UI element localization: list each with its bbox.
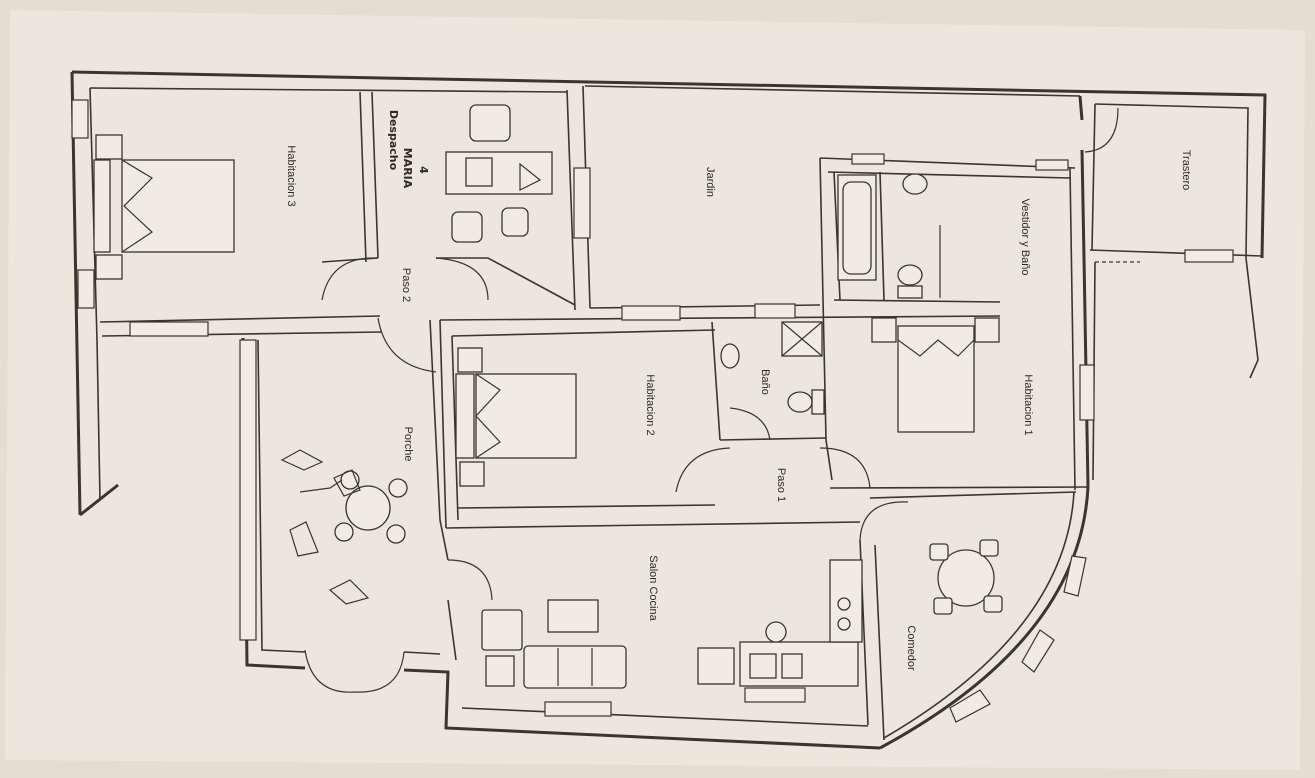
bed-habitacion-2: [455, 347, 577, 487]
people-porche: [280, 449, 370, 605]
label-vestidor-bano: Vestidor y Baño: [1019, 198, 1031, 275]
bed-habitacion-3: [93, 134, 235, 280]
door-trastero: [1084, 107, 1119, 153]
window-jardin: [573, 167, 591, 239]
window-hab2-north: [621, 305, 681, 321]
door-hab1: [819, 447, 871, 489]
porche-table: [299, 470, 408, 544]
window-kitchen: [744, 687, 806, 703]
desk-despacho: [445, 104, 553, 243]
sofa-salon: [481, 599, 627, 689]
door-comedor: [859, 501, 909, 541]
windows: [71, 99, 1234, 717]
sink-bano: [720, 343, 740, 369]
door-porche-salon: [447, 559, 493, 601]
door-paso2-b: [435, 257, 489, 301]
window-vestidor-2: [1035, 159, 1069, 171]
label-paso-2: Paso 2: [400, 268, 412, 302]
label-habitacion-3: Habitacion 3: [285, 145, 297, 206]
label-comedor: Comedor: [905, 625, 917, 671]
label-despacho-note: MARIA: [401, 148, 414, 189]
dining-table-comedor: [929, 539, 1003, 615]
label-paso-1: Paso 1: [775, 468, 787, 502]
toilet-bano: [787, 389, 825, 415]
label-habitacion-2: Habitacion 2: [644, 374, 656, 435]
bathtub: [837, 174, 877, 281]
label-habitacion-1: Habitacion 1: [1022, 374, 1034, 435]
label-salon-cocina: Salon Cocina: [647, 555, 659, 621]
sink-vestidor: [902, 173, 928, 195]
window-bano-north: [754, 303, 796, 319]
label-bano: Baño: [759, 369, 771, 395]
label-despacho-number: 4: [417, 166, 430, 174]
label-jardin: Jardin: [704, 167, 716, 197]
window-porche: [239, 339, 257, 641]
window-west-1: [71, 99, 89, 139]
bed-habitacion-1: [871, 317, 1000, 433]
window-trastero: [1184, 249, 1234, 263]
door-porche-south-b: [354, 651, 405, 693]
door-hab2: [675, 447, 731, 493]
door-bano: [729, 407, 771, 441]
door-porche-south-a: [304, 649, 356, 693]
kitchen-counter: [697, 559, 863, 687]
windows-comedor-curve: [949, 555, 1087, 723]
window-vestidor-1: [851, 153, 885, 165]
door-paso2-c: [377, 317, 437, 373]
window-west-2: [77, 269, 95, 309]
label-trastero: Trastero: [1180, 150, 1192, 191]
label-porche: Porche: [402, 427, 414, 462]
doors: [304, 107, 1140, 693]
door-paso2-a: [321, 257, 379, 301]
window-hab1: [1079, 364, 1095, 421]
window-salon-south: [544, 701, 612, 717]
toilet-vestidor: [897, 264, 923, 299]
label-despacho: Despacho: [387, 110, 400, 171]
window-hab3-south: [129, 321, 209, 337]
shower-bano: [781, 321, 823, 357]
